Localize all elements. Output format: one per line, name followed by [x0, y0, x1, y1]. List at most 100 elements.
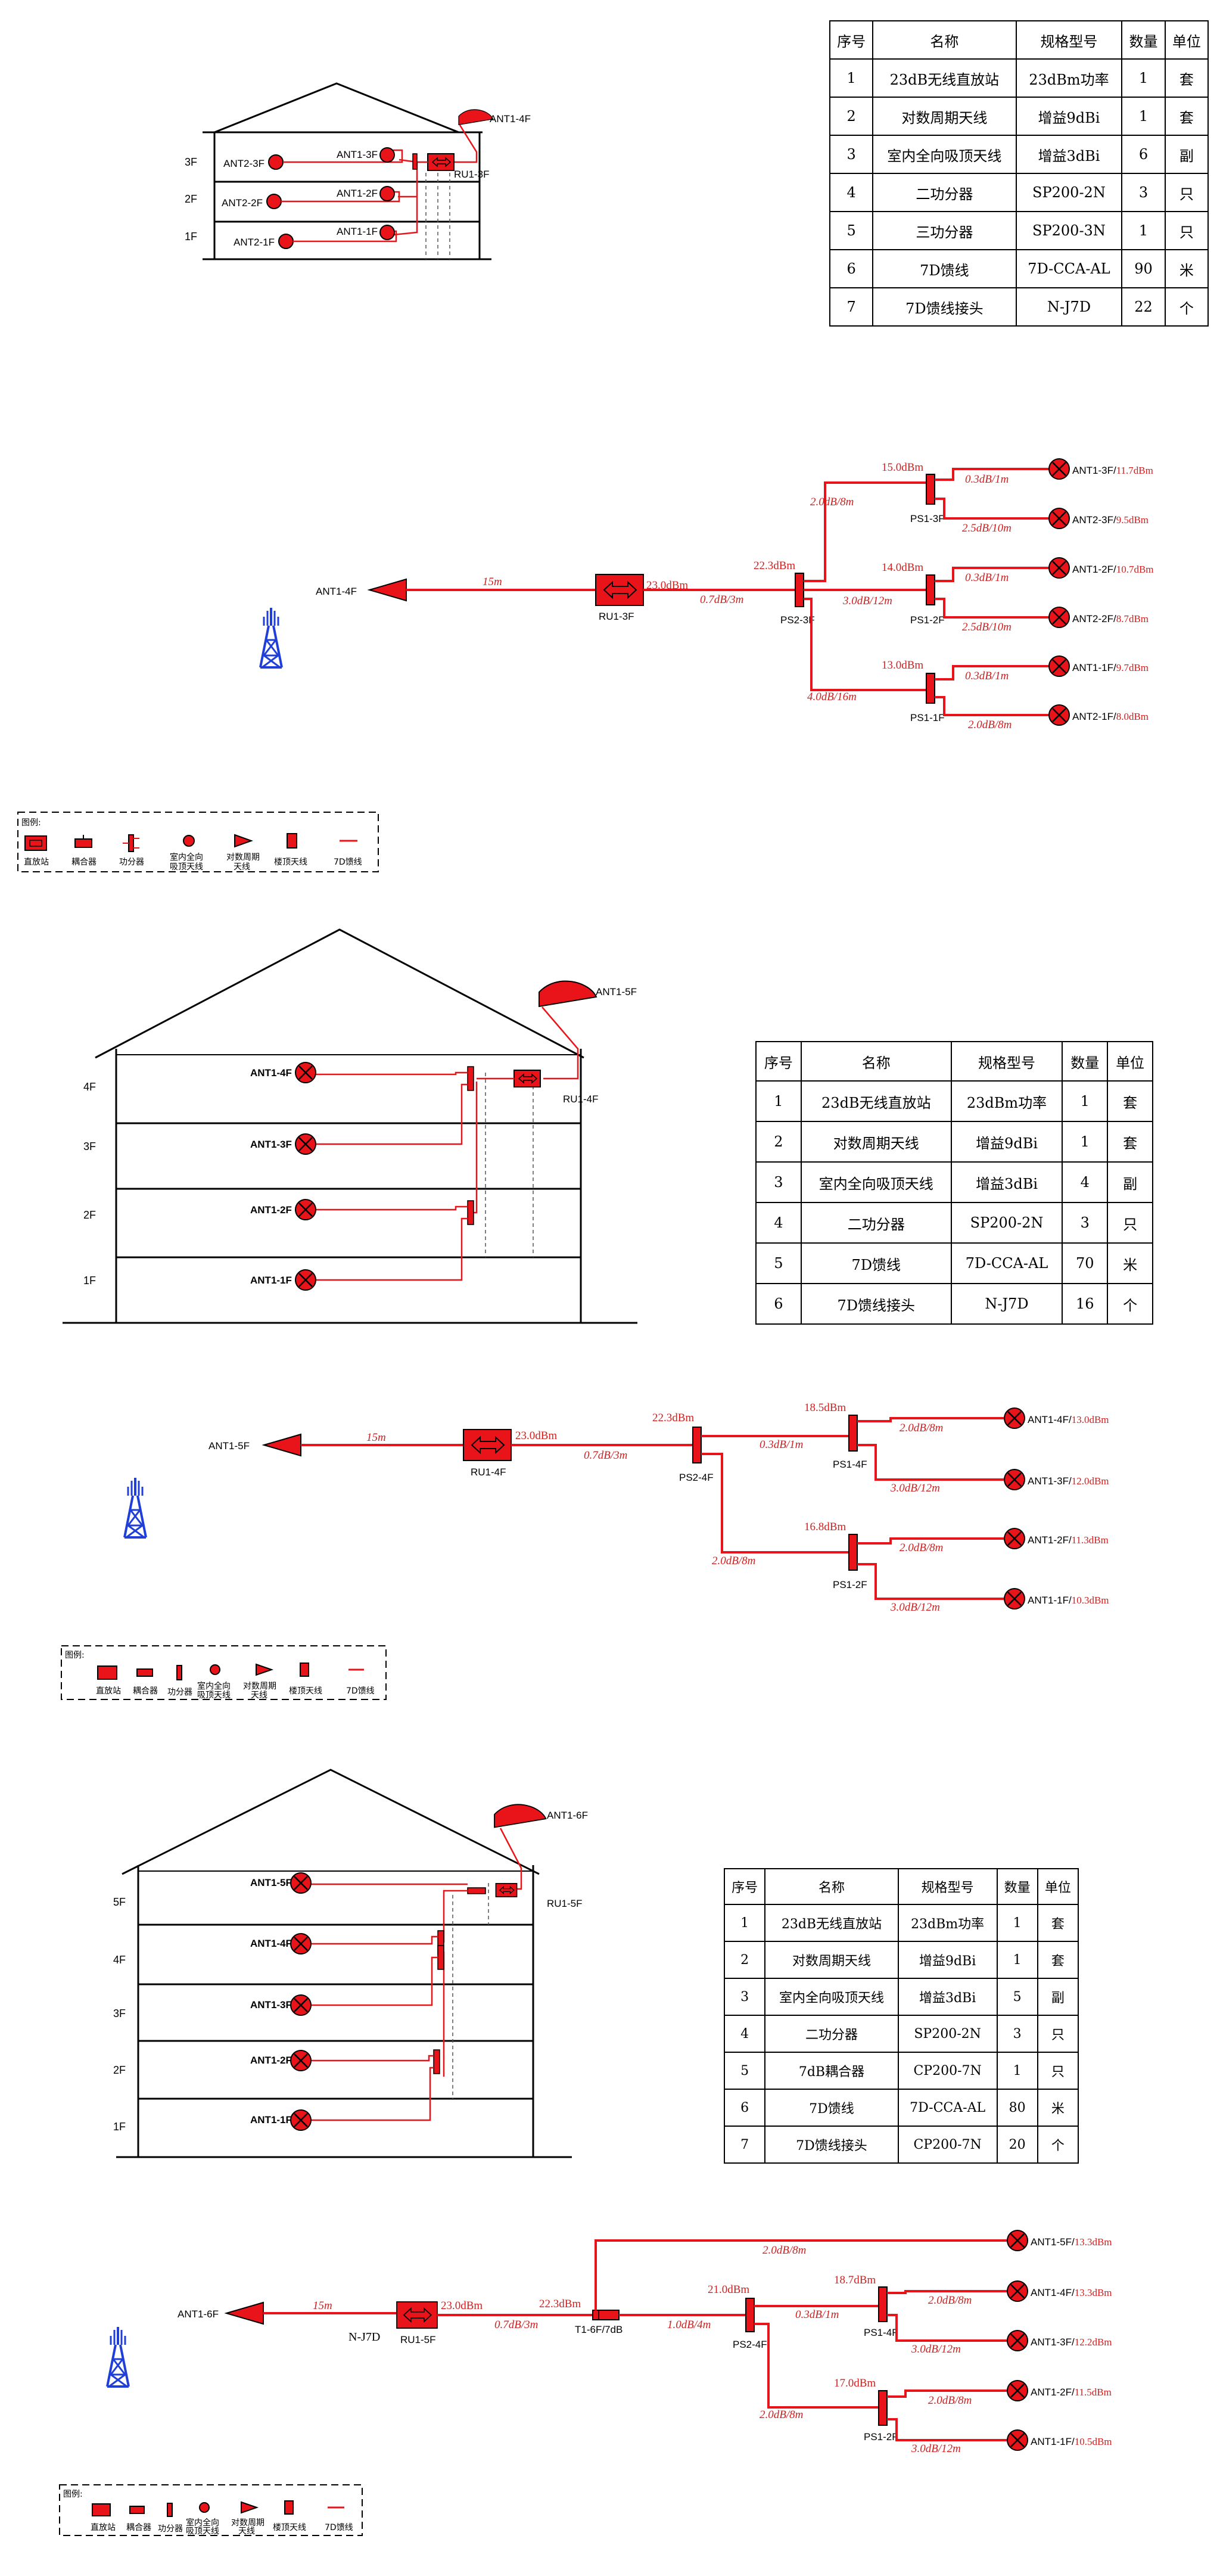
floor-label: 4F [113, 1954, 126, 1966]
loss-label: 2.5dB/10m [962, 522, 1012, 535]
table-cell: 1 [755, 1080, 802, 1122]
antenna-label: ANT1-1F [337, 226, 378, 237]
svg-text:功分器: 功分器 [119, 857, 144, 867]
table-header-cell: 序号 [829, 20, 874, 60]
antenna-label: ANT1-4F/13.3dBm [1031, 2287, 1112, 2298]
svg-text:图例:: 图例: [21, 818, 41, 828]
svg-text:楼顶天线: 楼顶天线 [273, 2523, 306, 2533]
antenna-label: ANT1-3F/11.7dBm [1072, 465, 1153, 476]
building-diagram-2: 4F 3F 2F 1F ANT1-5F RU1-4F ANT1-4F ANT1-… [63, 928, 637, 1324]
table-cell: 只 [1037, 2015, 1079, 2053]
loss-label: 0.3dB/1m [795, 2308, 839, 2321]
svg-text:7D馈线: 7D馈线 [325, 2523, 353, 2533]
loss-label: 0.3dB/1m [965, 571, 1009, 584]
table-cell: 7D馈线 [872, 249, 1017, 288]
table-cell: 80 [996, 2089, 1038, 2127]
antenna-label: ANT1-1F/9.7dBm [1072, 662, 1149, 673]
table-cell: 70 [1062, 1242, 1109, 1284]
loss-label: 0.3dB/1m [965, 670, 1009, 682]
table-cell: 3 [996, 2015, 1038, 2053]
table-header-cell: 数量 [996, 1868, 1038, 1905]
antenna-label: ANT1-5F/13.3dBm [1031, 2236, 1112, 2248]
splitter-label: PS1-3F [910, 513, 945, 524]
loss-label: 2.0dB/8m [760, 2409, 803, 2421]
svg-text:耦合器: 耦合器 [71, 857, 97, 867]
loss-label: 0.7dB/3m [700, 593, 743, 606]
antenna-label: ANT1-2F [250, 1204, 292, 1216]
repeater-label: RU1-5F [400, 2334, 436, 2345]
power-label: 17.0dBm [834, 2377, 876, 2389]
table-cell: 米 [1037, 2089, 1079, 2127]
table-cell: 1 [996, 1941, 1038, 1979]
antenna-label: ANT1-4F [250, 1067, 292, 1079]
power-label: 23.0dBm [646, 579, 688, 592]
table-cell: 7D-CCA-AL [1015, 249, 1123, 288]
table-cell: 3 [755, 1161, 802, 1203]
table-cell: SP200-2N [1015, 173, 1123, 212]
loss-label: 2.0dB/8m [810, 496, 854, 508]
antenna-label: ANT1-4F/13.0dBm [1028, 1414, 1109, 1425]
repeater-label: RU1-4F [471, 1466, 506, 1478]
antenna-label: ANT1-3F [250, 1139, 292, 1150]
table-cell: 2 [755, 1121, 802, 1163]
table-cell: 增益9dBi [950, 1121, 1063, 1163]
svg-text:天线: 天线 [251, 1691, 267, 1700]
antenna-label: ANT1-3F [250, 1999, 292, 2011]
building-diagram-1: 3F 2F 1F ANT1-4F RU1-3F ANT2-3F ANT1-3F … [185, 82, 531, 260]
table-cell: 7D馈线接头 [800, 1283, 952, 1325]
table-cell: 23dB无线直放站 [800, 1080, 952, 1122]
antenna-label: ANT1-1F/10.3dBm [1028, 1595, 1109, 1606]
antenna-label: ANT1-2F/11.5dBm [1031, 2387, 1112, 2398]
table-cell: 套 [1164, 97, 1209, 136]
table-cell: 增益3dBi [950, 1161, 1063, 1203]
table-cell: 3 [723, 1978, 766, 2016]
svg-text:耦合器: 耦合器 [133, 1686, 158, 1696]
floor-label: 1F [83, 1275, 96, 1287]
svg-text:对数周期: 对数周期 [226, 853, 260, 862]
svg-text:天线: 天线 [234, 862, 250, 872]
svg-text:功分器: 功分器 [167, 1688, 192, 1697]
table-cell: 增益3dBi [897, 1978, 998, 2016]
splitter-label: PS1-1F [910, 712, 945, 723]
power-label: 13.0dBm [882, 659, 923, 672]
loss-label: 2.0dB/8m [928, 2394, 972, 2407]
svg-text:吸顶天线: 吸顶天线 [186, 2527, 219, 2536]
antenna-label: ANT1-3F/12.2dBm [1031, 2336, 1112, 2348]
table-cell: 三功分器 [872, 211, 1017, 250]
table-cell: 1 [1121, 211, 1166, 250]
table-header-cell: 单位 [1037, 1868, 1079, 1905]
table-header-cell: 单位 [1107, 1041, 1153, 1082]
table-cell: 4 [723, 2015, 766, 2053]
svg-text:对数周期: 对数周期 [231, 2518, 264, 2528]
power-label: 22.3dBm [754, 560, 795, 572]
splitter-label: PS1-2F [864, 2431, 898, 2443]
svg-text:图例:: 图例: [63, 2490, 83, 2499]
table-cell: SP200-2N [897, 2015, 998, 2053]
table-cell: 23dB无线直放站 [764, 1904, 899, 1942]
table-cell: 16 [1062, 1283, 1109, 1325]
table-cell: 7dB耦合器 [764, 2052, 899, 2090]
repeater-label: RU1-5F [547, 1898, 583, 1909]
loss-label: 2.0dB/8m [928, 2294, 972, 2307]
table-cell: 套 [1107, 1121, 1153, 1163]
table-cell: N-J7D [1015, 287, 1123, 327]
table-cell: 二功分器 [764, 2015, 899, 2053]
table-cell: 二功分器 [872, 173, 1017, 212]
svg-text:室内全向: 室内全向 [170, 852, 203, 862]
table-header-cell: 名称 [872, 20, 1017, 60]
table-cell: 米 [1164, 249, 1209, 288]
table-cell: 7D馈线接头 [764, 2126, 899, 2164]
svg-text:7D馈线: 7D馈线 [346, 1686, 375, 1696]
donor-antenna-label: ANT1-5F [208, 1440, 250, 1452]
